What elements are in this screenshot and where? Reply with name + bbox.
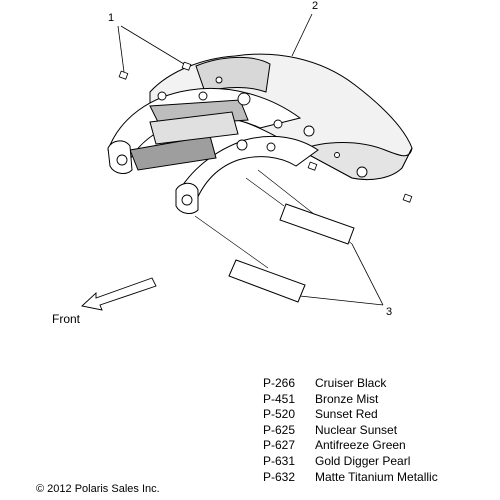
color-code: P-625	[263, 422, 296, 437]
leader-lines	[117, 13, 384, 306]
color-name: Gold Digger Pearl	[315, 453, 411, 468]
color-name: Sunset Red	[315, 407, 378, 422]
color-row: P-266 Cruiser Black	[263, 376, 438, 392]
nuts	[118, 61, 413, 203]
color-code: P-451	[263, 391, 296, 406]
color-code: P-632	[263, 469, 296, 484]
callout-1: 1	[108, 12, 115, 24]
color-name: Matte Titanium Metallic	[315, 469, 438, 484]
color-row: P-625 Nuclear Sunset	[263, 423, 438, 439]
decals	[228, 203, 355, 303]
color-row: P-632 Matte Titanium Metallic	[263, 470, 438, 486]
color-code: P-520	[263, 407, 296, 422]
color-name: Bronze Mist	[315, 391, 379, 406]
color-name: Cruiser Black	[315, 376, 387, 390]
color-row: P-520 Sunset Red	[263, 407, 438, 423]
callout-3: 3	[386, 306, 393, 318]
color-code: P-627	[263, 438, 296, 453]
color-row: P-631 Gold Digger Pearl	[263, 454, 438, 470]
copyright-notice: © 2012 Polaris Sales Inc.	[36, 483, 160, 495]
front-label: Front	[52, 312, 81, 326]
color-name: Nuclear Sunset	[315, 422, 398, 437]
color-code: P-631	[263, 453, 296, 468]
front-arrow-icon	[81, 277, 157, 311]
mounting-holes	[116, 76, 368, 206]
color-row: P-451 Bronze Mist	[263, 392, 438, 408]
color-row: P-627 Antifreeze Green	[263, 438, 438, 454]
color-name: Antifreeze Green	[315, 438, 406, 453]
callout-2: 2	[312, 0, 319, 12]
rear-fender	[107, 53, 413, 214]
color-code-list: P-266 Cruiser Black P-451 Bronze Mist P-…	[263, 376, 438, 485]
color-code: P-266	[263, 376, 296, 390]
